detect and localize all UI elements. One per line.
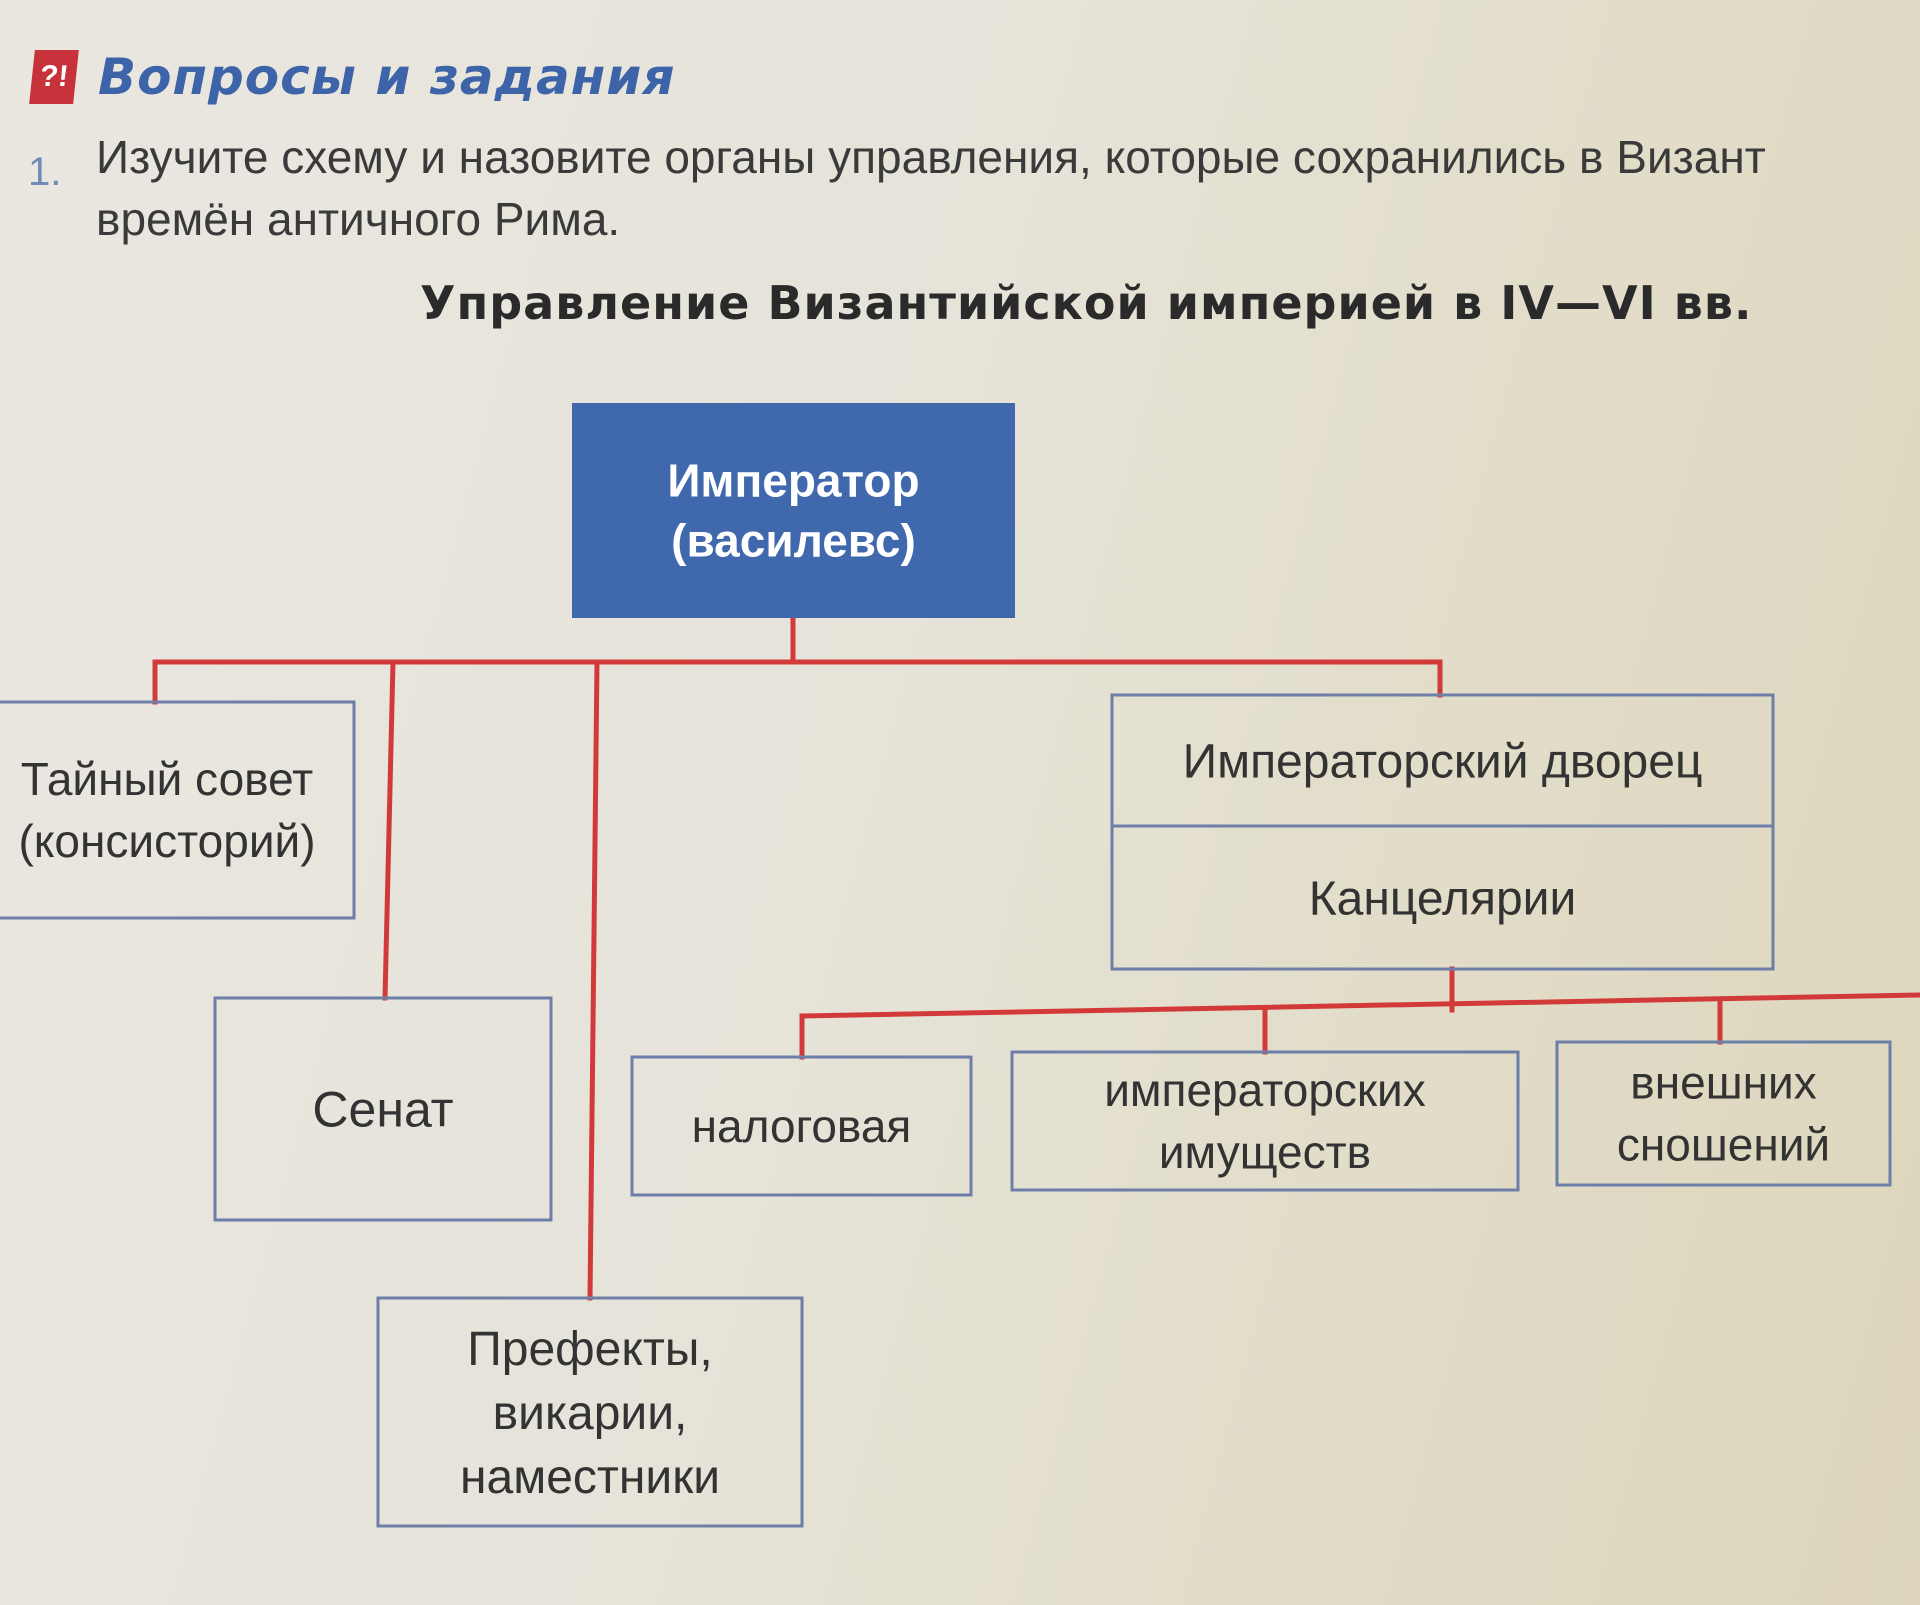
property-label-1: императорских [1104,1064,1426,1116]
prefects-box [376,1296,804,1528]
task-text: Изучите схему и назовите органы управлен… [96,131,1766,245]
property-label-2: имуществ [1159,1126,1371,1178]
section-header: ?! Вопросы и задания [29,48,676,106]
senate-label-1: Сенат [312,1082,453,1138]
tax-box [630,1055,973,1197]
chanceries-bus-line [799,992,1920,1019]
prefects-label-3: наместники [460,1451,720,1504]
foreign-label-2: сношений [1617,1119,1830,1171]
section-title: Вопросы и задания [98,48,676,106]
tax-node: налоговая [630,1055,973,1197]
palace-node: Императорский дворец [1110,693,1775,828]
secret-council-label-1: Тайный совет [21,753,313,805]
emperor-label-2: (василевс) [671,515,916,567]
emperor-label-1: Император [667,455,919,507]
chanceries-label-1: Канцелярии [1309,872,1577,925]
emperor-node: Император (василевс) [572,403,1015,618]
prefects-drop-line [587,659,600,1301]
foreign-box [1555,1040,1892,1187]
diagram-nodes: Император (василевс) Тайный совет (консисто… [0,403,1892,1528]
cut-off-next-line [0,1588,1920,1605]
task-number: 1. [28,150,62,194]
secret-council-label-2: (консисторий) [18,815,315,867]
diagram-title: Управление Византийской империей в IV—VI… [420,276,1753,330]
emperor-box [572,403,1015,618]
tax-label-1: налоговая [692,1100,912,1152]
property-box [1010,1050,1520,1192]
secret-council-node: Тайный совет (консисторий) [0,700,356,920]
foreign-label-1: внешних [1630,1057,1816,1109]
senate-drop-line [382,659,396,1001]
chanceries-box [1110,824,1775,971]
chanceries-node: Канцелярии [1110,824,1775,971]
senate-node: Сенат [213,996,553,1222]
prefects-label-1: Префекты, [467,1323,712,1376]
foreign-node: внешних сношений [1555,1040,1892,1187]
palace-label-1: Императорский дворец [1183,735,1703,788]
property-node: императорских имуществ [1010,1050,1520,1192]
secret-council-box [0,700,356,920]
connector-lines [152,614,1920,1301]
prefects-node: Префекты, викарии, наместники [376,1296,804,1528]
senate-box [213,996,553,1222]
prefects-label-2: викарии, [493,1387,688,1440]
